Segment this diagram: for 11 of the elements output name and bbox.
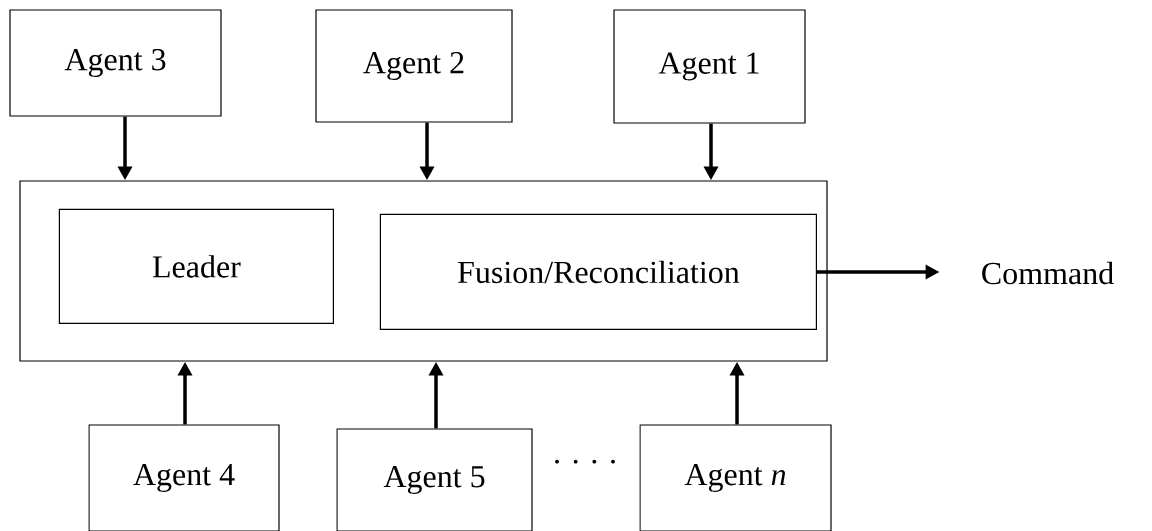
leader-box: Leader	[58, 208, 334, 324]
agent-box: Agent 5	[336, 428, 533, 531]
fusion-box: Fusion/Reconciliation	[379, 213, 817, 330]
ellipsis-text: · · · ·	[555, 459, 615, 464]
agent-box: Agent 2	[315, 9, 513, 123]
agent-box: Agent n	[639, 424, 832, 531]
agent-box: Agent 4	[88, 424, 280, 531]
command-text: Command	[982, 261, 1114, 285]
system-box	[19, 180, 828, 362]
agent-box: Agent 3	[9, 9, 222, 117]
agent-box: Agent 1	[613, 9, 806, 124]
